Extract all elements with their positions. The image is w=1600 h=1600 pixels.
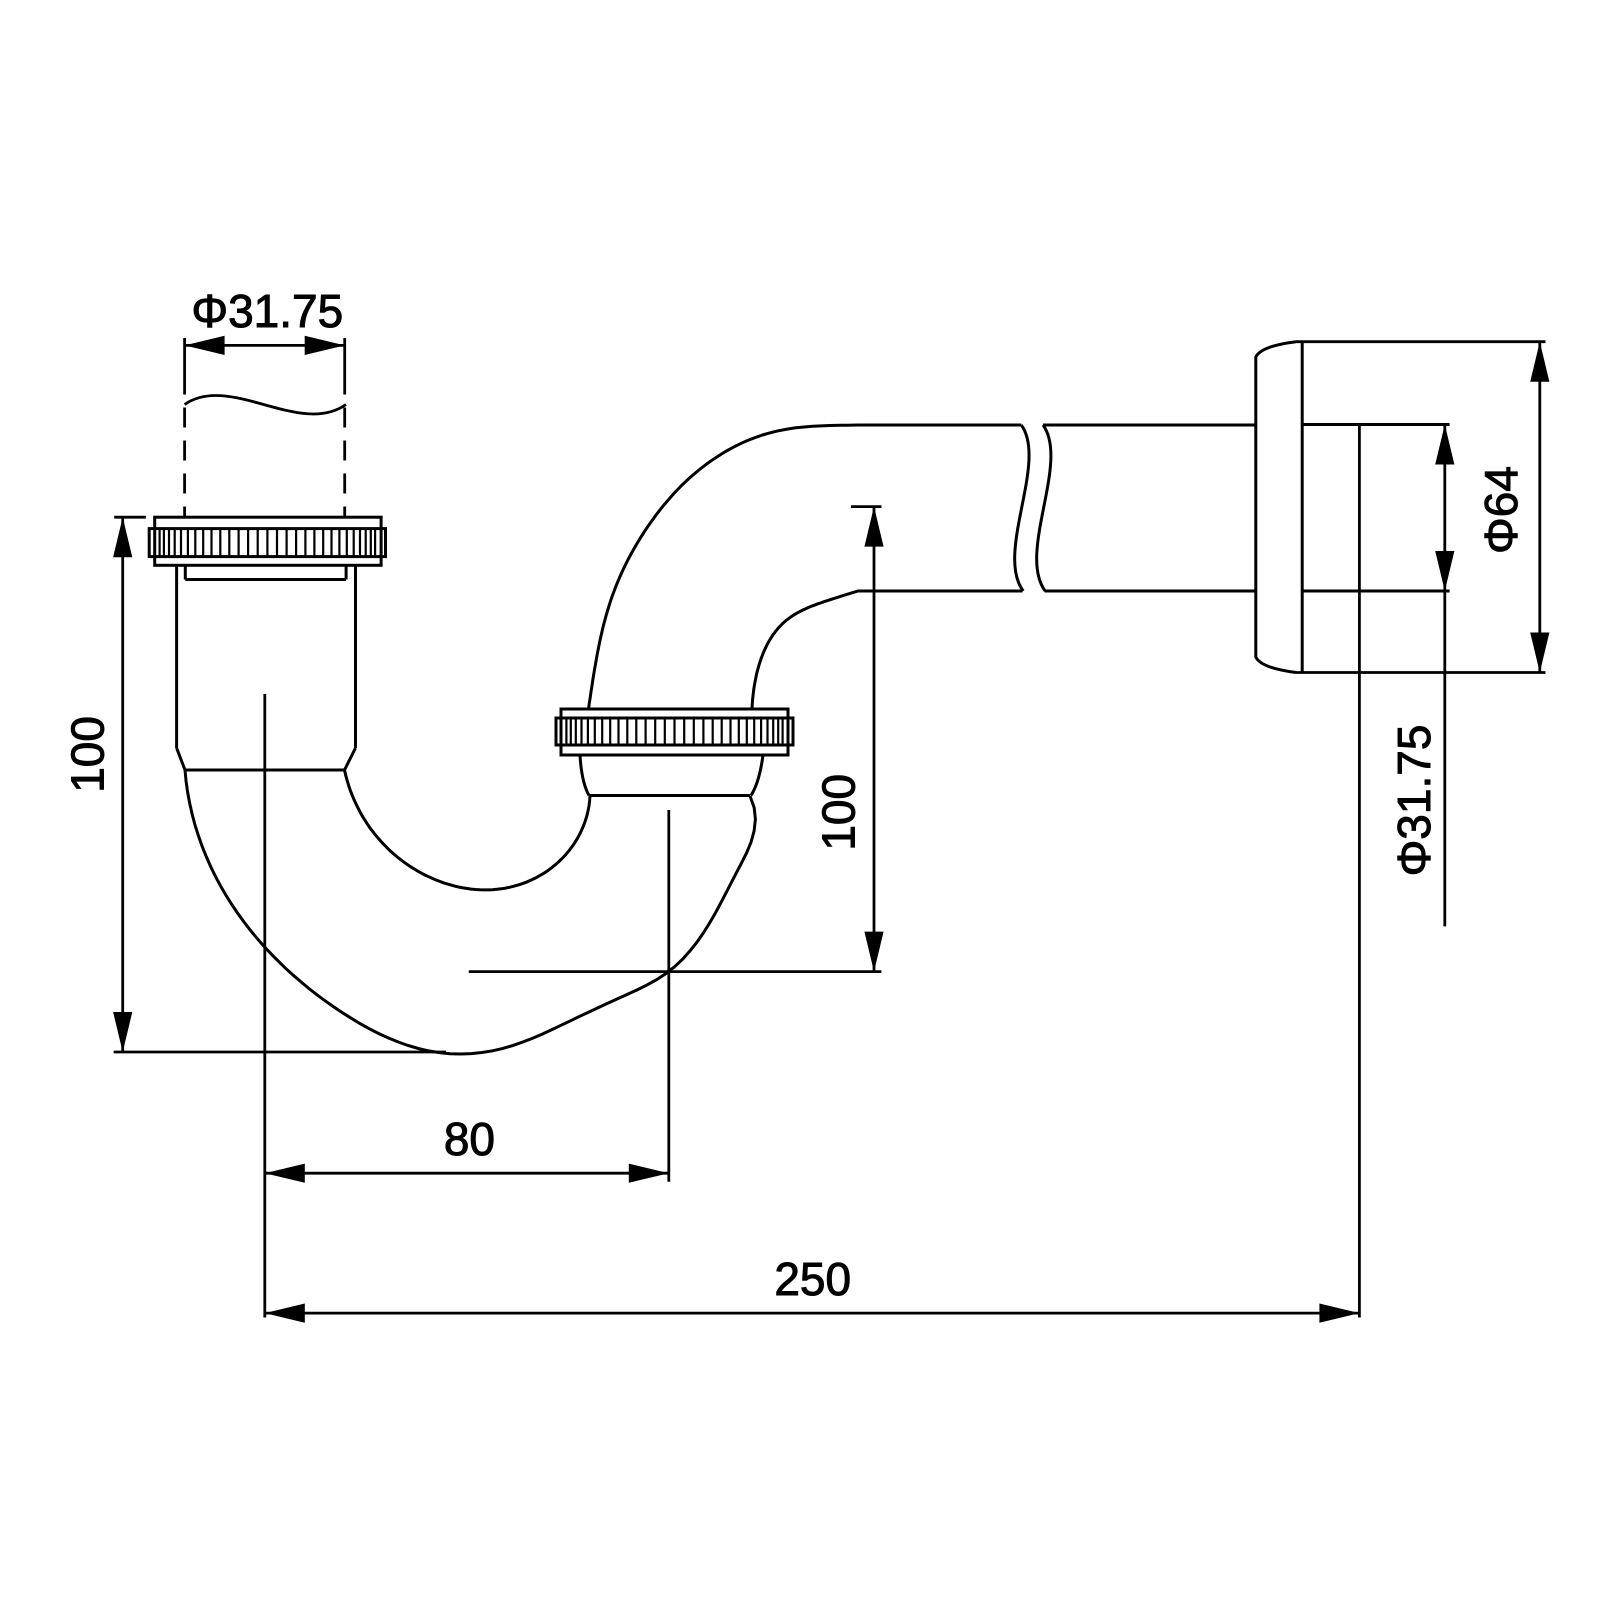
svg-text:Φ31.75: Φ31.75 (1388, 725, 1440, 877)
svg-text:250: 250 (774, 1253, 851, 1305)
svg-text:Φ31.75: Φ31.75 (191, 285, 343, 337)
svg-text:100: 100 (812, 774, 864, 851)
svg-text:80: 80 (444, 1113, 495, 1165)
svg-text:100: 100 (61, 716, 113, 793)
svg-text:Φ64: Φ64 (1475, 466, 1527, 554)
